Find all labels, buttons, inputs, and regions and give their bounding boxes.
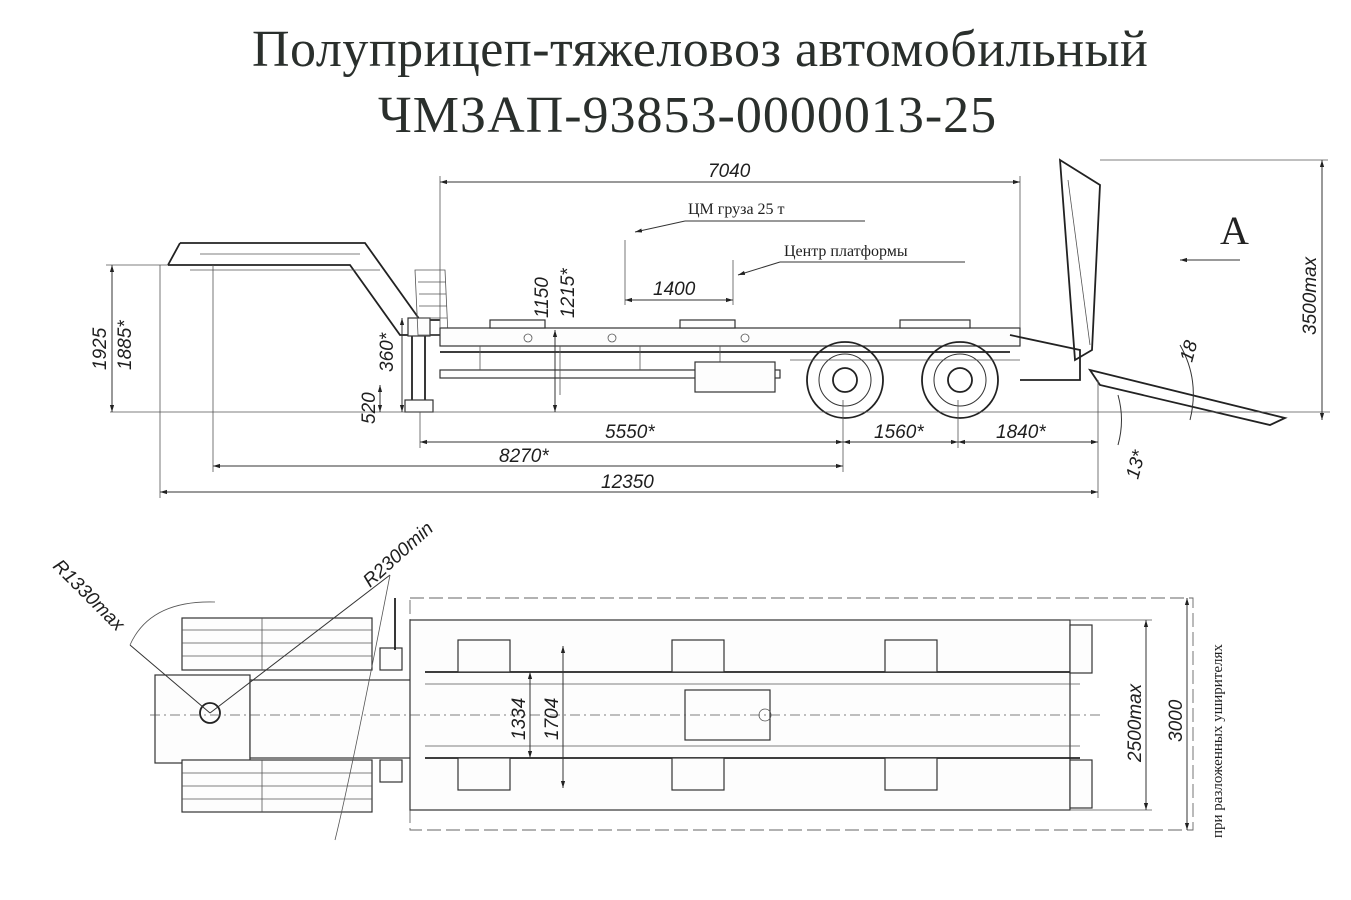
ramp-raised [1058, 158, 1101, 362]
note-extenders: при разложенных уширителях [1210, 644, 1226, 838]
kingpin-circle [199, 702, 221, 724]
dim-outer-width: 1704 [542, 698, 563, 740]
gooseneck-bottom [168, 264, 440, 336]
radius-front-line [129, 644, 211, 714]
dim-platform-height: 1150 [532, 277, 553, 318]
dim-inner-width: 1334 [509, 698, 530, 740]
top-view [129, 574, 1194, 841]
dim-platform-height-loaded: 1215* [558, 268, 579, 318]
wheel-2 [921, 341, 999, 419]
dim-axle-spacing: 1560* [874, 422, 924, 443]
platform-deck [439, 327, 1021, 347]
radius-turn-line [209, 574, 391, 714]
side-view [106, 158, 1330, 498]
dim-radius-turn: R2300min [359, 518, 437, 592]
dim-ramp-height: 3500max [1300, 255, 1321, 335]
view-marker-a: A [1220, 208, 1249, 253]
side-rail [439, 369, 781, 379]
toolbox [694, 361, 776, 393]
ramp-top [1069, 624, 1093, 674]
title-line-1: Полуприцеп-тяжеловоз автомобильный [252, 21, 1149, 78]
dim-radius-front: R1330max [48, 556, 129, 637]
dim-width-max: 2500max [1125, 682, 1146, 763]
label-platform-center: Центр платформы [784, 243, 908, 260]
dim-cm-offset: 1400 [653, 279, 696, 300]
ramp-lowered [1087, 368, 1288, 426]
label-cargo-cm: ЦМ груза 25 т [688, 201, 785, 218]
wheel-1 [806, 341, 884, 419]
dim-ramp-angle: 18 [1177, 338, 1203, 364]
dim-overall-length: 12350 [601, 472, 654, 493]
dim-support-height: 520 [359, 392, 380, 424]
dim-base-5550: 5550* [605, 422, 655, 443]
dim-platform-length: 7040 [708, 161, 751, 182]
gooseneck-top [180, 242, 440, 321]
dim-height-total-loaded: 1885* [115, 320, 136, 370]
dim-kingpin-height: 360* [377, 332, 398, 372]
ramp-bottom [1069, 759, 1093, 809]
dim-rear-overhang: 1840* [996, 422, 1046, 443]
title-line-2: ЧМЗАП-93853-0000013-25 [378, 87, 998, 144]
dim-height-total: 1925 [90, 327, 111, 370]
dim-base-8270: 8270* [499, 446, 549, 467]
dim-departure-angle: 13* [1123, 448, 1151, 482]
dim-width-extended: 3000 [1166, 699, 1187, 742]
